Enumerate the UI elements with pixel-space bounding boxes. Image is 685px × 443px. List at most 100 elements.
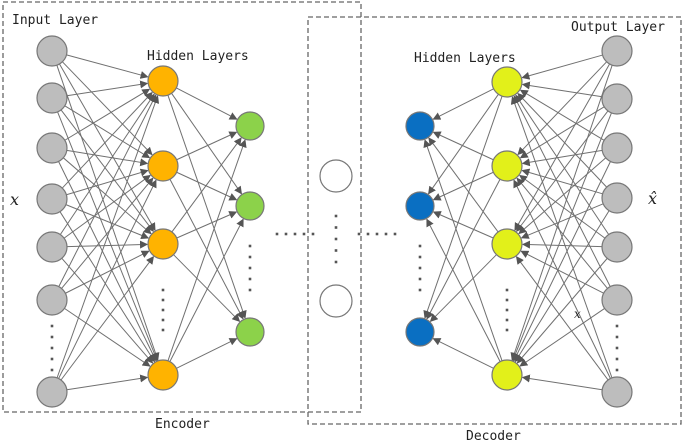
decoder-hidden-1-node bbox=[405, 111, 435, 141]
connection-arrow bbox=[519, 174, 606, 239]
connection-arrow bbox=[171, 137, 242, 233]
connection-arrow bbox=[64, 105, 151, 159]
connection-arrow bbox=[423, 96, 503, 319]
connection-arrow bbox=[169, 218, 244, 362]
connection-arrow bbox=[428, 137, 499, 233]
ellipsis-dot bbox=[334, 249, 338, 252]
input-variable-label: x bbox=[10, 190, 19, 209]
output-variable-label: x̂ bbox=[648, 189, 657, 208]
output-node bbox=[601, 35, 633, 67]
connection-arrow bbox=[65, 250, 150, 294]
connection-arrow bbox=[521, 81, 603, 98]
connection-arrow bbox=[176, 171, 238, 201]
ellipsis-dot bbox=[615, 335, 619, 339]
decoder-hidden-2-node bbox=[491, 150, 523, 182]
input-node bbox=[36, 132, 68, 164]
connection-arrow bbox=[60, 255, 154, 381]
connection-arrow bbox=[515, 94, 610, 235]
connection-arrow bbox=[521, 240, 603, 249]
ellipsis-dot bbox=[375, 232, 379, 236]
connection-arrow bbox=[519, 106, 605, 159]
input-node bbox=[36, 376, 68, 408]
ellipsis-dots bbox=[50, 214, 619, 372]
connection-arrow bbox=[66, 240, 149, 249]
connection-arrow bbox=[510, 65, 613, 361]
ellipsis-dot bbox=[311, 232, 315, 236]
ellipsis-dot bbox=[293, 232, 297, 236]
ellipsis-dot bbox=[418, 277, 422, 281]
connection-arrow bbox=[62, 61, 153, 156]
ellipsis-dot bbox=[505, 308, 509, 312]
ellipsis-dot bbox=[161, 308, 165, 312]
ellipsis-dot bbox=[615, 368, 619, 372]
output-node bbox=[601, 132, 633, 164]
connection-arrow bbox=[66, 149, 149, 167]
connection-arrow bbox=[64, 307, 151, 367]
connection-arrow bbox=[59, 93, 155, 235]
connection-arrow bbox=[521, 54, 603, 80]
decoder-hidden-1-node bbox=[405, 317, 435, 347]
ellipsis-dot bbox=[334, 214, 338, 218]
encoder-hidden-layers-label: Hidden Layers bbox=[147, 49, 249, 64]
ellipsis-dot bbox=[161, 328, 165, 332]
decoder-hidden-2-node bbox=[491, 228, 523, 260]
connection-arrow bbox=[521, 374, 603, 391]
connection-arrow bbox=[167, 95, 247, 319]
output-node bbox=[601, 231, 633, 263]
input-node bbox=[36, 183, 68, 215]
output-node bbox=[601, 83, 633, 115]
ellipsis-dot bbox=[366, 232, 370, 236]
connection-arrow bbox=[510, 96, 613, 379]
input-node bbox=[36, 284, 68, 316]
code-node bbox=[319, 284, 353, 318]
ellipsis-dot bbox=[161, 318, 165, 322]
connection-arrow bbox=[432, 131, 494, 161]
connection-arrow bbox=[59, 211, 155, 363]
connection-arrow bbox=[61, 91, 153, 189]
connection-arrow bbox=[516, 177, 608, 289]
connection-arrow bbox=[516, 110, 609, 233]
ellipsis-dot bbox=[418, 288, 422, 292]
input-node bbox=[36, 82, 68, 114]
connection-arrow bbox=[171, 93, 243, 195]
encoder-hidden-2-node bbox=[235, 111, 265, 141]
small-variable-label: x bbox=[574, 307, 581, 321]
ellipsis-dot bbox=[384, 232, 388, 236]
ellipsis-dot bbox=[248, 244, 252, 248]
encoder-hidden-1-node bbox=[147, 150, 179, 182]
encoder-box bbox=[2, 1, 362, 413]
connection-arrow bbox=[63, 157, 152, 235]
connection-arrow bbox=[521, 168, 603, 195]
connection-arrow bbox=[176, 87, 238, 120]
output-node bbox=[601, 376, 633, 408]
connection-arrow bbox=[66, 80, 149, 97]
ellipsis-dot bbox=[505, 288, 509, 292]
connection-arrow bbox=[176, 131, 238, 161]
ellipsis-dot bbox=[248, 288, 252, 292]
ellipsis-dot bbox=[334, 260, 338, 264]
ellipsis-dot bbox=[50, 346, 54, 350]
ellipsis-dot bbox=[248, 255, 252, 259]
ellipsis-dot bbox=[505, 318, 509, 322]
encoder-label: Encoder bbox=[155, 417, 210, 432]
connection-arrow bbox=[519, 308, 605, 367]
connection-arrow bbox=[66, 374, 149, 391]
connection-arrow bbox=[521, 149, 603, 167]
input-node bbox=[36, 231, 68, 263]
ellipsis-dot bbox=[418, 266, 422, 270]
connection-arrow bbox=[61, 177, 154, 289]
ellipsis-dot bbox=[50, 335, 54, 339]
ellipsis-dot bbox=[615, 357, 619, 361]
output-node bbox=[601, 182, 633, 214]
ellipsis-dot bbox=[615, 324, 619, 328]
connection-arrow bbox=[63, 174, 151, 239]
connection-arrow bbox=[176, 338, 238, 369]
connection-arrow bbox=[60, 109, 154, 233]
code-node bbox=[319, 159, 353, 193]
connection-arrow bbox=[176, 211, 238, 239]
connection-edges bbox=[56, 54, 613, 391]
decoder-hidden-2-node bbox=[491, 359, 523, 391]
input-node bbox=[36, 35, 68, 67]
input-layer-label: Input Layer bbox=[12, 13, 98, 28]
